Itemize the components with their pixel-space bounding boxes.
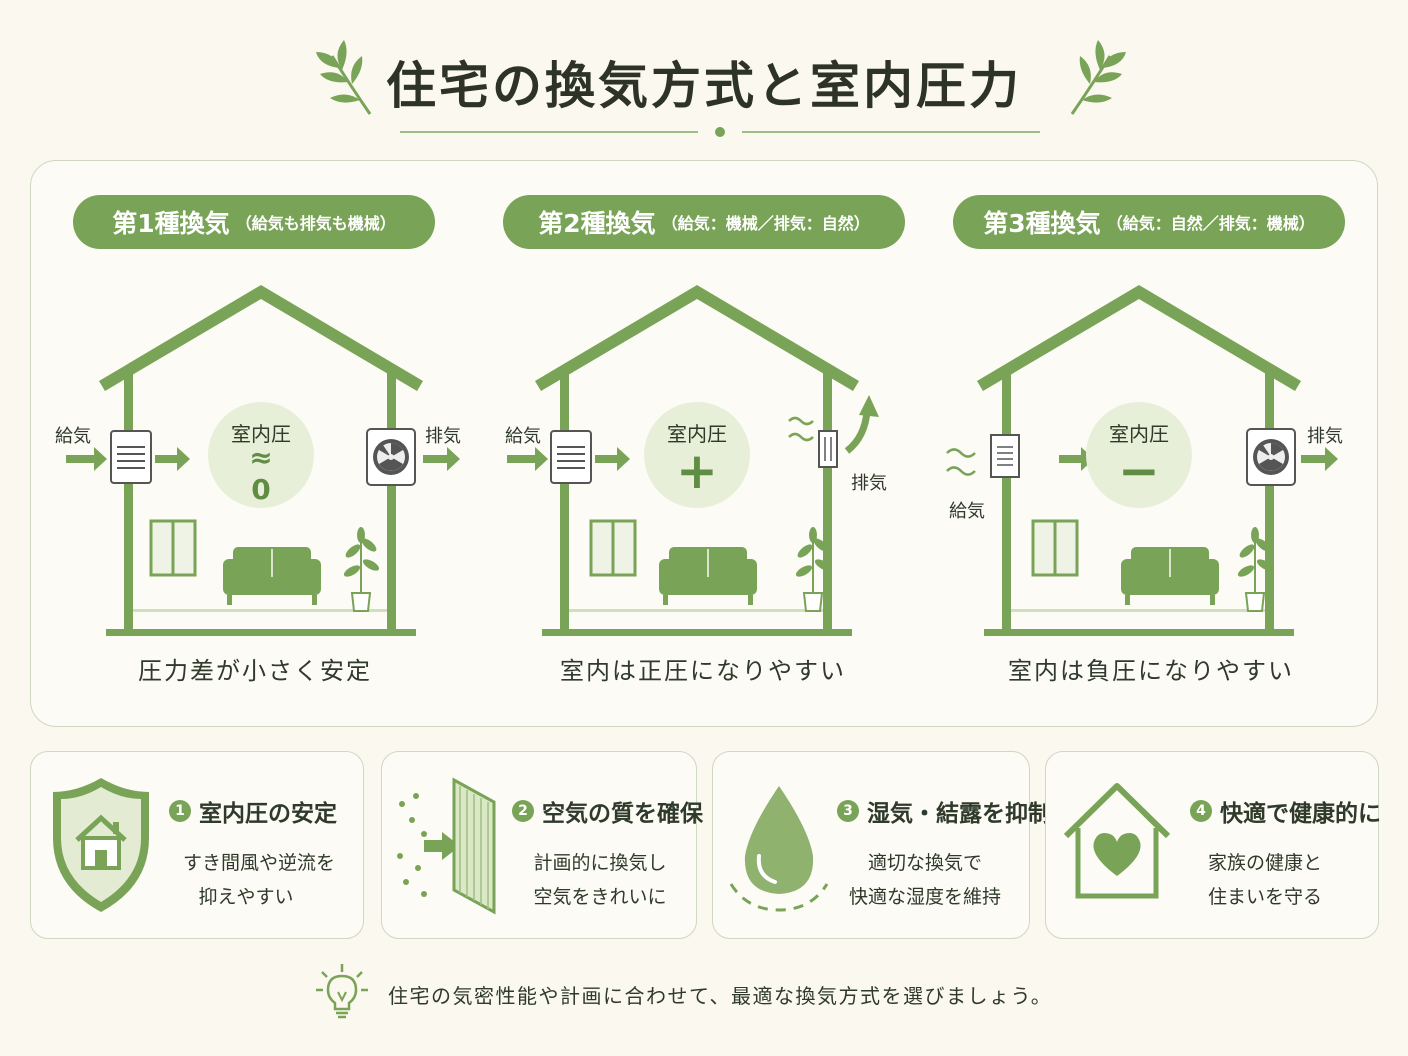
tip: 住宅の気密性能や計画に合わせて、最適な換気方式を選びましょう。	[312, 962, 1112, 1022]
feature-3-number: 3	[837, 800, 859, 822]
inflow-arrow-icon	[595, 447, 630, 471]
type1-panel: 第1種換気 （給気も排気も機械）	[31, 161, 479, 726]
exhaust-arrow-icon	[844, 395, 879, 454]
exhaust-fan-icon	[1246, 428, 1296, 486]
feature-card-1: 1 室内圧の安定 すき間風や逆流を 抑えやすい	[30, 751, 364, 939]
type3-panel: 第3種換気 （給気：自然／排気：機械）	[927, 161, 1375, 726]
exhaust-arrow-icon	[423, 447, 460, 471]
house-heart-icon	[1063, 783, 1171, 899]
page-title: 住宅の換気方式と室内圧力	[386, 57, 1022, 115]
type3-pressure-label: 室内圧	[1109, 422, 1169, 446]
type3-caption: 室内は負圧になりやすい	[1008, 657, 1294, 685]
house-icon	[977, 285, 1301, 636]
type1-exhaust-label: 排気	[425, 426, 461, 447]
supply-fan-unit-icon	[550, 430, 592, 484]
feature-2-number: 2	[512, 800, 534, 822]
feature-card-2: 2 空気の質を確保 計画的に換気し 空気をきれいに	[381, 751, 703, 939]
title-divider	[400, 127, 1040, 137]
exhaust-arrow-icon	[1301, 447, 1338, 471]
exhaust-fan-icon	[366, 428, 416, 486]
type3-header: 第3種換気 （給気：自然／排気：機械）	[953, 195, 1345, 249]
type1-pressure-value: 0	[251, 473, 271, 506]
type2-caption: 室内は正圧になりやすい	[560, 657, 846, 685]
window-icon	[589, 519, 637, 577]
window-icon	[1031, 519, 1079, 577]
title-area: 住宅の換気方式と室内圧力	[0, 38, 1408, 148]
type2-house-diagram	[507, 285, 879, 636]
lightbulb-icon	[316, 964, 368, 1019]
feature-2-title: 2 空気の質を確保	[512, 794, 703, 828]
feature-3-title: 3 湿気・結露を抑制	[837, 794, 1051, 828]
feature-card-3: 3 湿気・結露を抑制 適切な換気で 快適な湿度を維持	[712, 751, 1051, 939]
supply-arrow-icon	[507, 447, 548, 471]
type1-supply-label: 給気	[55, 426, 91, 447]
type2-pressure-label: 室内圧	[667, 422, 727, 446]
feature-3-title-text: 湿気・結露を抑制	[867, 801, 1051, 827]
feature-4-line-2: 住まいを守る	[1207, 886, 1322, 908]
supply-fan-unit-icon	[110, 430, 152, 484]
type1-header: 第1種換気 （給気も排気も機械）	[73, 195, 435, 249]
type2-name: 第2種換気	[538, 209, 656, 238]
shield-house-icon	[53, 778, 149, 912]
water-drop-icon	[729, 786, 829, 912]
leaf-right-icon	[1070, 40, 1126, 115]
plant-icon	[343, 527, 380, 612]
type3-exhaust-label: 排気	[1307, 426, 1343, 447]
feature-2-line-2: 空気をきれいに	[533, 886, 667, 908]
feature-1-line-1: すき間風や逆流を	[182, 852, 335, 874]
house-icon	[535, 285, 859, 636]
type3-detail: （給気：自然／排気：機械）	[1106, 214, 1315, 233]
plant-icon	[795, 527, 832, 612]
plant-icon	[1237, 527, 1274, 612]
feature-card-4: 4 快適で健康的に 家族の健康と 住まいを守る	[1045, 751, 1381, 939]
supply-vent-icon	[990, 434, 1020, 478]
leaf-left-icon	[316, 40, 372, 115]
type1-detail: （給気も排気も機械）	[235, 214, 396, 233]
feature-2-title-text: 空気の質を確保	[542, 801, 703, 827]
ventilation-types-card: 第1種換気 （給気も排気も機械）	[30, 160, 1378, 727]
sofa-icon	[659, 547, 757, 605]
exhaust-vent-icon	[818, 430, 838, 468]
feature-2-line-1: 計画的に換気し	[533, 852, 667, 874]
pressure-circle	[208, 402, 314, 508]
feature-4-number: 4	[1190, 800, 1212, 822]
window-icon	[149, 519, 197, 577]
type2-detail: （給気：機械／排気：自然）	[661, 214, 870, 233]
pressure-circle	[644, 402, 750, 508]
type2-supply-label: 給気	[505, 426, 541, 447]
type2-panel: 第2種換気 （給気：機械／排気：自然）	[479, 161, 927, 726]
feature-1-title: 1 室内圧の安定	[169, 794, 337, 828]
feature-4-line-1: 家族の健康と	[1207, 852, 1322, 874]
type3-house-diagram	[946, 285, 1338, 636]
type1-house-diagram	[66, 285, 460, 636]
type2-pressure-symbol: +	[676, 442, 718, 500]
house-icon	[99, 285, 423, 636]
supply-arrow-icon	[66, 447, 107, 471]
type1-caption: 圧力差が小さく安定	[138, 657, 372, 685]
wind-icon	[788, 416, 814, 442]
type1-pressure-symbol: ≈	[249, 441, 273, 474]
feature-3-line-1: 適切な換気で	[867, 852, 982, 874]
sofa-icon	[1121, 547, 1219, 605]
feature-1-title-text: 室内圧の安定	[199, 801, 337, 827]
feature-4-title: 4 快適で健康的に	[1190, 794, 1381, 828]
type3-pressure-symbol: −	[1118, 442, 1160, 500]
wind-icon	[946, 448, 976, 476]
filter-icon	[397, 777, 496, 915]
feature-3-line-2: 快適な湿度を維持	[848, 886, 1001, 908]
feature-4-title-text: 快適で健康的に	[1220, 801, 1381, 827]
type2-header: 第2種換気 （給気：機械／排気：自然）	[503, 195, 905, 249]
type1-pressure-label: 室内圧	[231, 422, 291, 446]
feature-1-number: 1	[169, 800, 191, 822]
type3-name: 第3種換気	[983, 209, 1101, 238]
type3-supply-label: 給気	[949, 501, 985, 522]
feature-1-line-2: 抑えやすい	[198, 886, 294, 908]
pressure-circle	[1086, 402, 1192, 508]
sofa-icon	[223, 547, 321, 605]
type2-exhaust-label: 排気	[851, 473, 887, 494]
tip-text: 住宅の気密性能や計画に合わせて、最適な換気方式を選びましょう。	[388, 984, 1053, 1008]
inflow-arrow-icon	[155, 447, 190, 471]
type1-name: 第1種換気	[112, 209, 230, 238]
